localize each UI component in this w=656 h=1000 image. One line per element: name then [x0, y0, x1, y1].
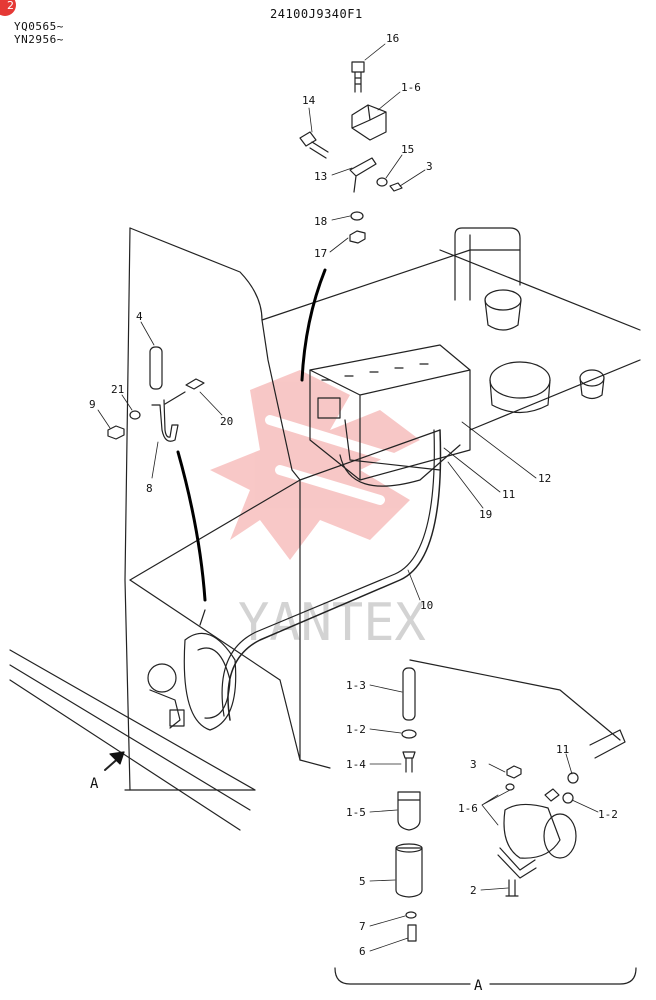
- callout-number: 16: [386, 32, 399, 45]
- callout-number: 1-6: [458, 802, 478, 815]
- callout-number: 17: [314, 247, 327, 260]
- detail-view-label: A: [474, 978, 483, 994]
- callout-number: 9: [89, 398, 96, 411]
- callout-number: 11: [502, 488, 515, 501]
- callout-number: 4: [136, 310, 143, 323]
- machine-body: [9, 227, 641, 831]
- top-exploded-parts: [299, 61, 403, 244]
- view-arrow-head: [109, 751, 125, 765]
- callout-number: 6: [359, 945, 366, 958]
- leader-thick-upper: [300, 268, 327, 382]
- callout-number: 1-2: [598, 808, 618, 821]
- callout-number: 14: [302, 94, 316, 107]
- battery-box: [309, 344, 471, 481]
- callout-number: 1-5: [346, 806, 366, 819]
- page-badge: 2: [0, 0, 16, 16]
- callout-number: 1-4: [346, 758, 366, 771]
- callout-number: 19: [479, 508, 492, 521]
- callout-numbers: 16 1-6 14 15 3 13 18 17 4 21 9 20 8 12 1…: [89, 32, 618, 958]
- left-exploded-parts: [107, 346, 205, 442]
- callout-number: 7: [359, 920, 366, 933]
- fuel-tank: [454, 227, 605, 414]
- callout-number: 18: [314, 215, 327, 228]
- fuel-pump-installed: [147, 609, 237, 731]
- callout-number: 3: [426, 160, 433, 173]
- callout-number: 5: [359, 875, 366, 888]
- callout-number: 8: [146, 482, 153, 495]
- callout-number: 2: [470, 884, 477, 897]
- callout-number: 20: [220, 415, 233, 428]
- callout-number: 11: [556, 743, 569, 756]
- document-code: 24100J9340F1: [270, 7, 363, 21]
- callout-number: 1-6: [401, 81, 421, 94]
- callout-number: 13: [314, 170, 327, 183]
- serial-range-2: YN2956~: [14, 33, 64, 46]
- callout-number: 15: [401, 143, 414, 156]
- callout-number: 12: [538, 472, 551, 485]
- callout-number: 3: [470, 758, 477, 771]
- callout-number: 10: [420, 599, 433, 612]
- callout-leaders: [97, 43, 599, 952]
- watermark-logo: [210, 370, 420, 560]
- detail-a-view: [334, 659, 637, 985]
- callout-number: 21: [111, 383, 124, 396]
- serial-range-1: YQ0565~: [14, 20, 64, 33]
- leader-thick-lower: [176, 450, 207, 602]
- watermark-text: YANTEX: [238, 593, 426, 653]
- callout-number: 1-3: [346, 679, 366, 692]
- callout-number: 1-2: [346, 723, 366, 736]
- view-arrow-label: A: [90, 776, 99, 792]
